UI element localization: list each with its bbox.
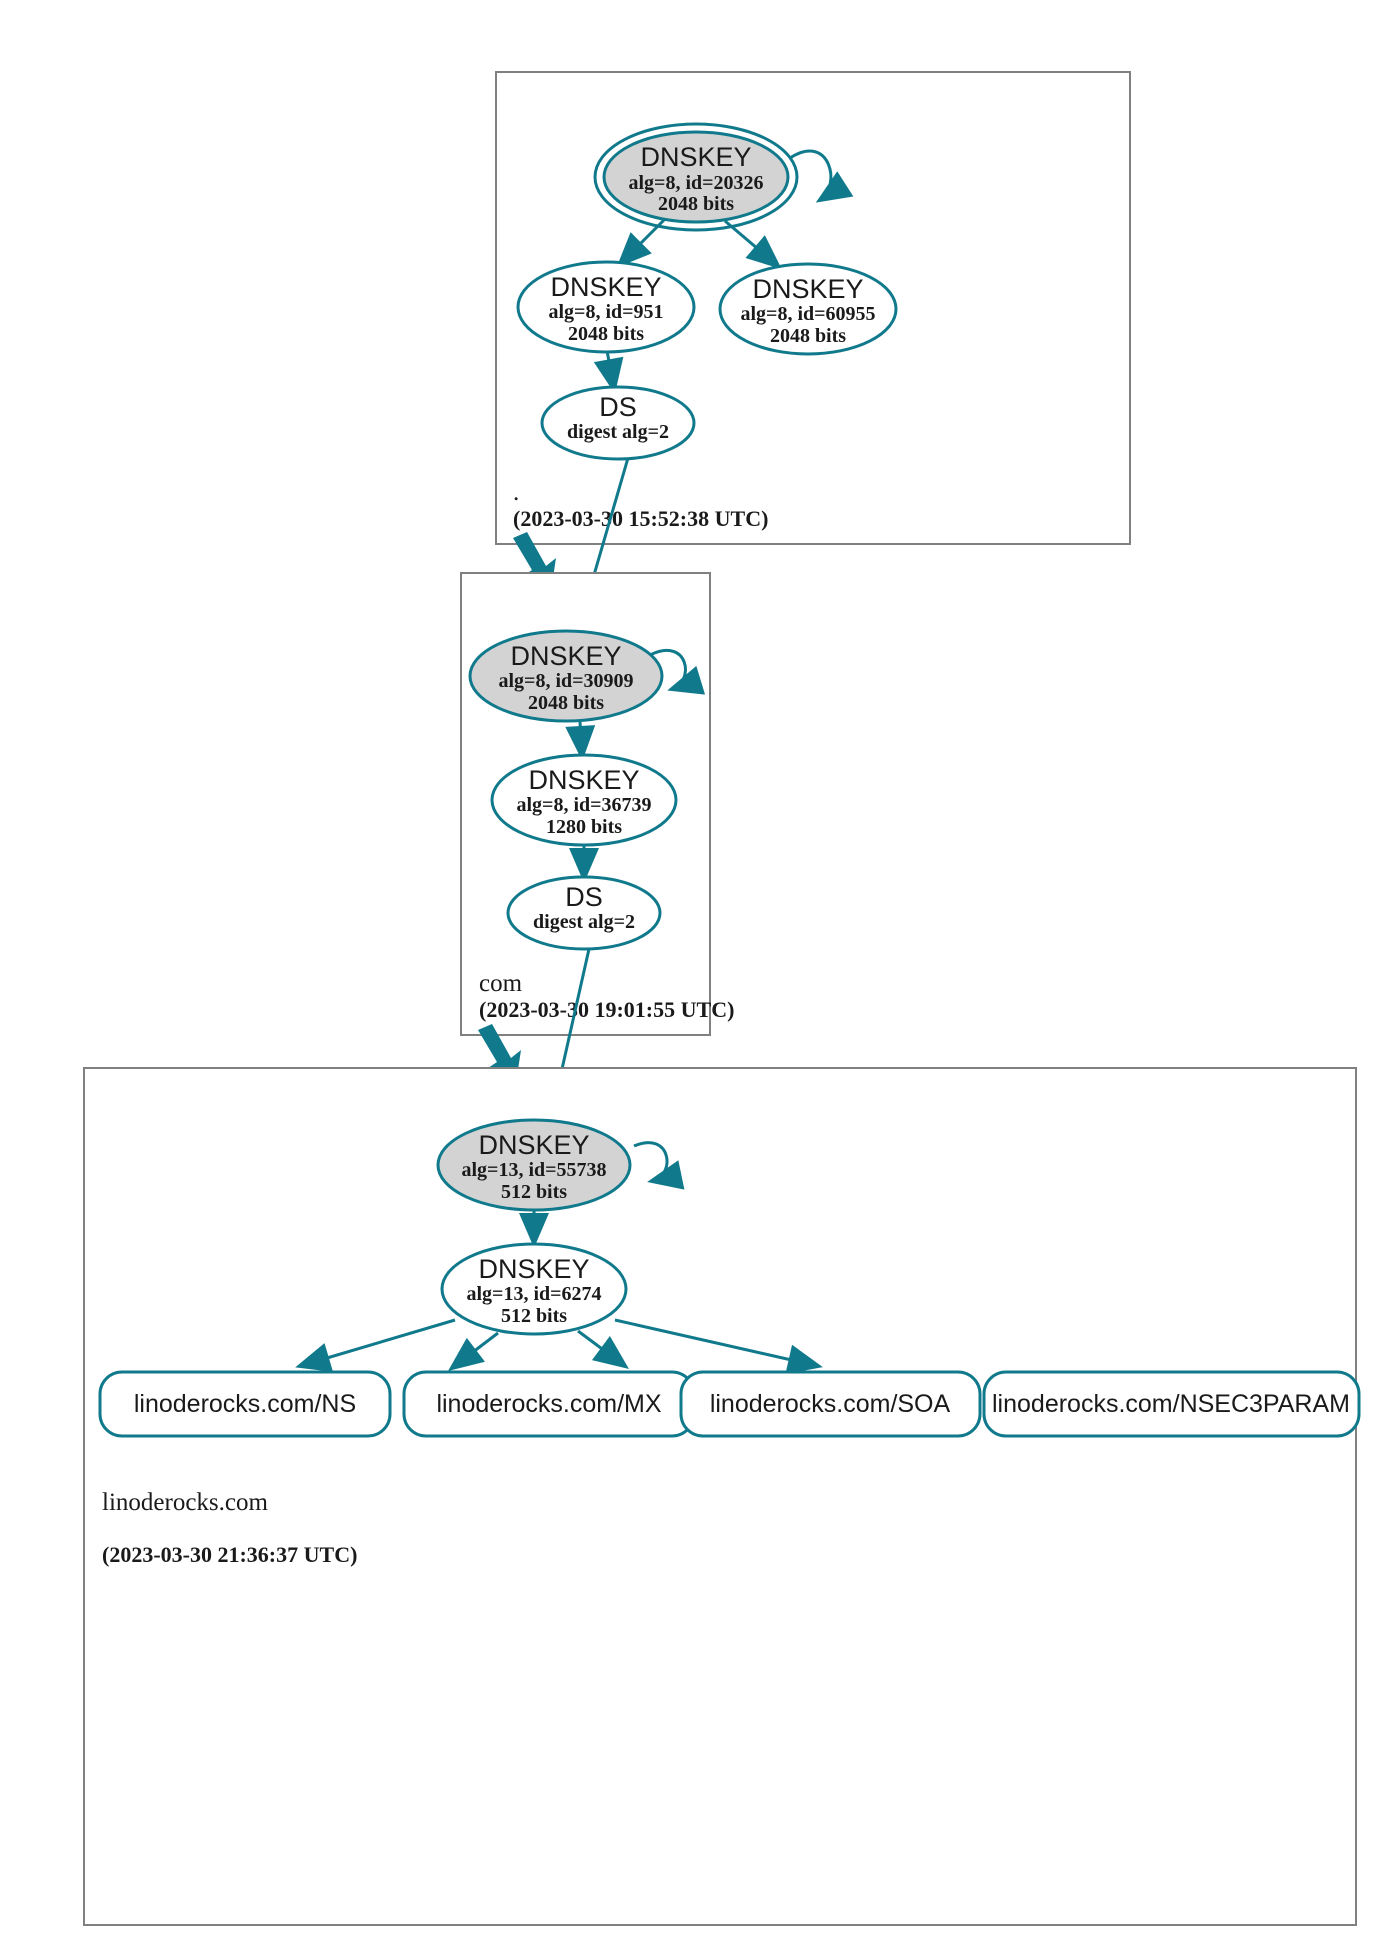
rrset-label: linoderocks.com/NS — [134, 1390, 356, 1418]
zone-linoderocks-timestamp: (2023-03-30 21:36:37 UTC) — [102, 1542, 357, 1567]
node-root-dnskey-20326[interactable]: DNSKEY alg=8, id=20326 2048 bits — [602, 130, 790, 224]
node-detail: digest alg=2 — [567, 421, 669, 443]
zone-com-timestamp: (2023-03-30 19:01:55 UTC) — [479, 997, 734, 1022]
edge-com-ksk-selfsign — [649, 648, 706, 695]
node-ellipse — [718, 262, 898, 356]
node-ellipse — [440, 1242, 628, 1336]
node-ellipse — [436, 1118, 632, 1212]
node-bits: 2048 bits — [528, 692, 604, 714]
edge-com-ksk-to-zsk — [565, 721, 596, 761]
node-title: DNSKEY — [510, 641, 621, 671]
node-detail: alg=8, id=20326 — [628, 172, 763, 194]
node-root-ds[interactable]: DS digest alg=2 — [540, 385, 696, 461]
node-ellipse — [516, 260, 696, 354]
node-title: DNSKEY — [478, 1130, 589, 1160]
trust-anchor-outline — [593, 122, 799, 232]
node-bits: 2048 bits — [658, 193, 734, 215]
edge-lr-ksk-selfsign — [633, 1141, 685, 1190]
rrset-linoderocks-ns[interactable]: linoderocks.com/NS — [98, 1370, 392, 1438]
edge-root-ksk-selfsign — [789, 149, 854, 203]
node-lr-dnskey-6274[interactable]: DNSKEY alg=13, id=6274 512 bits — [440, 1242, 628, 1336]
node-ellipse — [602, 130, 790, 224]
rrset-rect — [679, 1370, 982, 1438]
node-detail: alg=8, id=30909 — [498, 670, 633, 692]
node-ellipse — [540, 385, 696, 461]
zone-linoderocks-label: linoderocks.com — [102, 1489, 268, 1516]
edge-lr-zsk-to-soa — [577, 1329, 630, 1369]
rrset-label: linoderocks.com/MX — [436, 1390, 661, 1418]
node-com-dnskey-30909[interactable]: DNSKEY alg=8, id=30909 2048 bits — [468, 629, 664, 723]
edge-root-ksk-to-zsk60955 — [724, 219, 782, 270]
node-bits: 512 bits — [501, 1305, 567, 1327]
rrset-label: linoderocks.com/SOA — [710, 1390, 951, 1418]
node-detail: alg=13, id=55738 — [461, 1159, 606, 1181]
rrset-label: linoderocks.com/NSEC3PARAM — [992, 1390, 1350, 1418]
node-detail: alg=8, id=36739 — [516, 794, 651, 816]
node-ellipse — [468, 629, 664, 723]
node-com-ds[interactable]: DS digest alg=2 — [506, 875, 662, 951]
node-title: DNSKEY — [478, 1254, 589, 1284]
node-title: DNSKEY — [550, 272, 661, 302]
node-lr-dnskey-55738[interactable]: DNSKEY alg=13, id=55738 512 bits — [436, 1118, 632, 1212]
zone-box-linoderocks: linoderocks.com (2023-03-30 21:36:37 UTC… — [83, 1067, 1357, 1926]
rrset-linoderocks-mx[interactable]: linoderocks.com/MX — [402, 1370, 696, 1438]
node-bits: 512 bits — [501, 1181, 567, 1203]
rrset-rect — [982, 1370, 1361, 1438]
rrset-linoderocks-soa[interactable]: linoderocks.com/SOA — [679, 1370, 982, 1438]
rrset-rect — [98, 1370, 392, 1438]
zone-linoderocks-rect — [83, 1067, 1357, 1926]
node-root-dnskey-951[interactable]: DNSKEY alg=8, id=951 2048 bits — [516, 260, 696, 354]
edge-lr-zsk-to-ns — [295, 1318, 456, 1372]
node-title: DNSKEY — [752, 274, 863, 304]
node-detail: alg=8, id=951 — [548, 301, 663, 323]
node-detail: digest alg=2 — [533, 911, 635, 933]
node-title: DNSKEY — [528, 765, 639, 795]
node-title: DS — [565, 882, 603, 912]
node-root-dnskey-60955[interactable]: DNSKEY alg=8, id=60955 2048 bits — [718, 262, 898, 356]
zone-root-label: . — [513, 479, 519, 506]
node-bits: 1280 bits — [546, 816, 622, 838]
node-detail: alg=13, id=6274 — [466, 1283, 601, 1305]
zone-root-timestamp: (2023-03-30 15:52:38 UTC) — [513, 506, 768, 531]
edge-lr-zsk-to-mx — [448, 1331, 499, 1372]
zone-com-label: com — [479, 970, 523, 997]
node-ellipse — [506, 875, 662, 951]
node-bits: 2048 bits — [568, 323, 644, 345]
node-com-dnskey-36739[interactable]: DNSKEY alg=8, id=36739 1280 bits — [490, 753, 678, 847]
edge-lr-zsk-to-nsec3param — [614, 1318, 823, 1374]
rrset-linoderocks-nsec3param[interactable]: linoderocks.com/NSEC3PARAM — [982, 1370, 1361, 1438]
node-bits: 2048 bits — [770, 325, 846, 347]
node-detail: alg=8, id=60955 — [740, 303, 875, 325]
node-ellipse — [490, 753, 678, 847]
node-title: DS — [599, 392, 637, 422]
node-title: DNSKEY — [640, 142, 751, 172]
